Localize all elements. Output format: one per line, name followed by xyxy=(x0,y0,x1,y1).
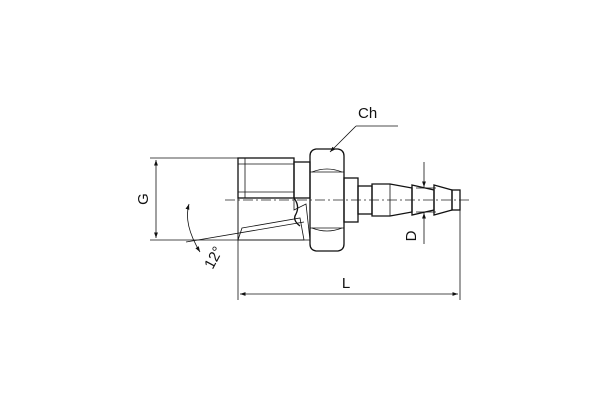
thread-label: G xyxy=(135,193,152,205)
length-label: L xyxy=(342,275,350,292)
hex-nut xyxy=(309,148,345,252)
section-cut xyxy=(237,197,311,241)
threaded-end xyxy=(237,157,295,199)
dimension-d: D xyxy=(403,162,436,244)
hose-label: D xyxy=(403,230,420,241)
angle-dimension: 12° xyxy=(185,203,305,272)
neck xyxy=(293,161,311,199)
angle-label: 12° xyxy=(201,244,227,272)
hex-label: Ch xyxy=(358,105,377,122)
hex-leader: Ch xyxy=(329,105,398,153)
dimension-l: L xyxy=(237,198,461,300)
dimension-g: G xyxy=(135,157,238,241)
